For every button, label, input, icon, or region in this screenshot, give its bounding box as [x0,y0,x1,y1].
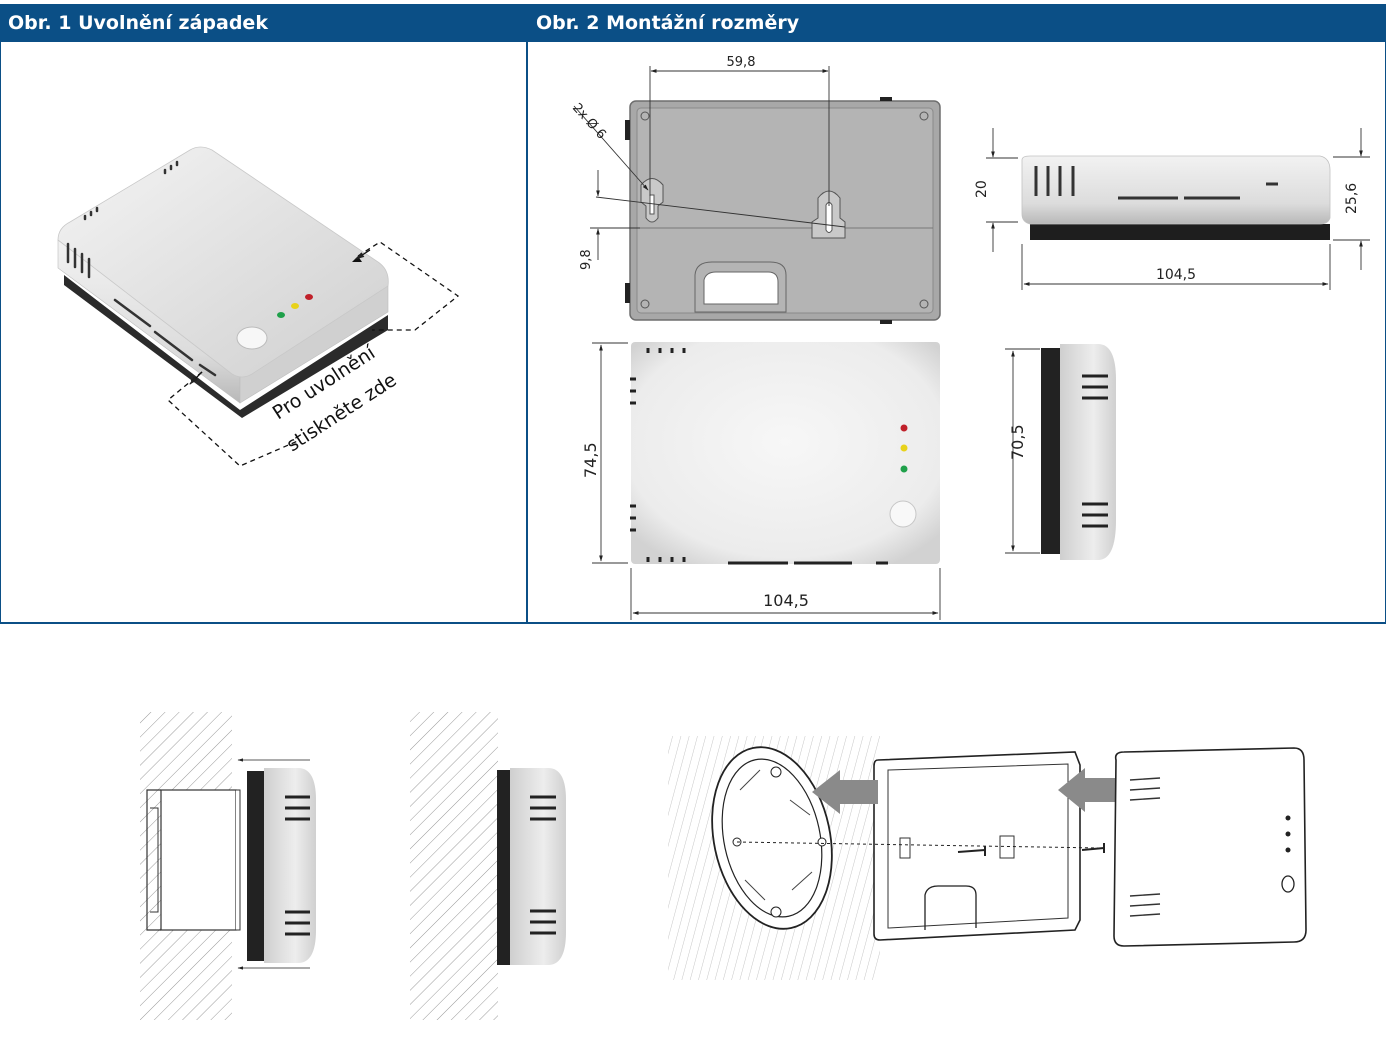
dim-hole-offset: 9,8 [579,249,594,270]
fig2-backplate [625,97,941,324]
front-led-green [900,465,908,473]
mount-scene-exploded [668,736,1307,980]
divider-horizontal [0,622,1386,624]
mount-scene-box [140,712,316,1020]
dim-hole-diameter: 2x Ø 6 [569,101,609,143]
front-led-yellow [900,444,908,452]
dim-front-width: 104,5 [763,591,809,610]
dim-hole-spacing: 59,8 [727,55,756,70]
dim-front-height: 74,5 [581,442,600,478]
left-border [0,4,1,624]
fig2-header: Obr. 2 Montážní rozměry [528,4,1386,42]
front-led-red [900,424,908,432]
fig2-front-dims [592,342,941,620]
fig2-profile-view [1041,344,1116,560]
led-yellow [291,303,299,309]
device-button [236,326,268,350]
fig2-side-dims [986,128,1370,290]
dim-side-height: 20 [974,180,990,198]
fig2-backplate-dims [573,66,846,260]
fig2-profile-dims [1005,348,1040,554]
front-button [889,500,917,528]
mount-scene-wall [410,712,566,1020]
dim-side-width: 104,5 [1156,267,1196,283]
dim-side-total: 25,6 [1344,183,1360,214]
fig2-side-view [1021,155,1331,240]
dim-profile-height: 70,5 [1008,424,1027,460]
divider-vertical [526,4,528,624]
fig1-header: Obr. 1 Uvolnění západek [0,4,526,42]
led-red [305,294,313,300]
fig2-front-view [630,342,940,565]
led-green [277,312,285,318]
fig1-device-iso: Pro uvolnění stiskněte zde [57,146,460,467]
